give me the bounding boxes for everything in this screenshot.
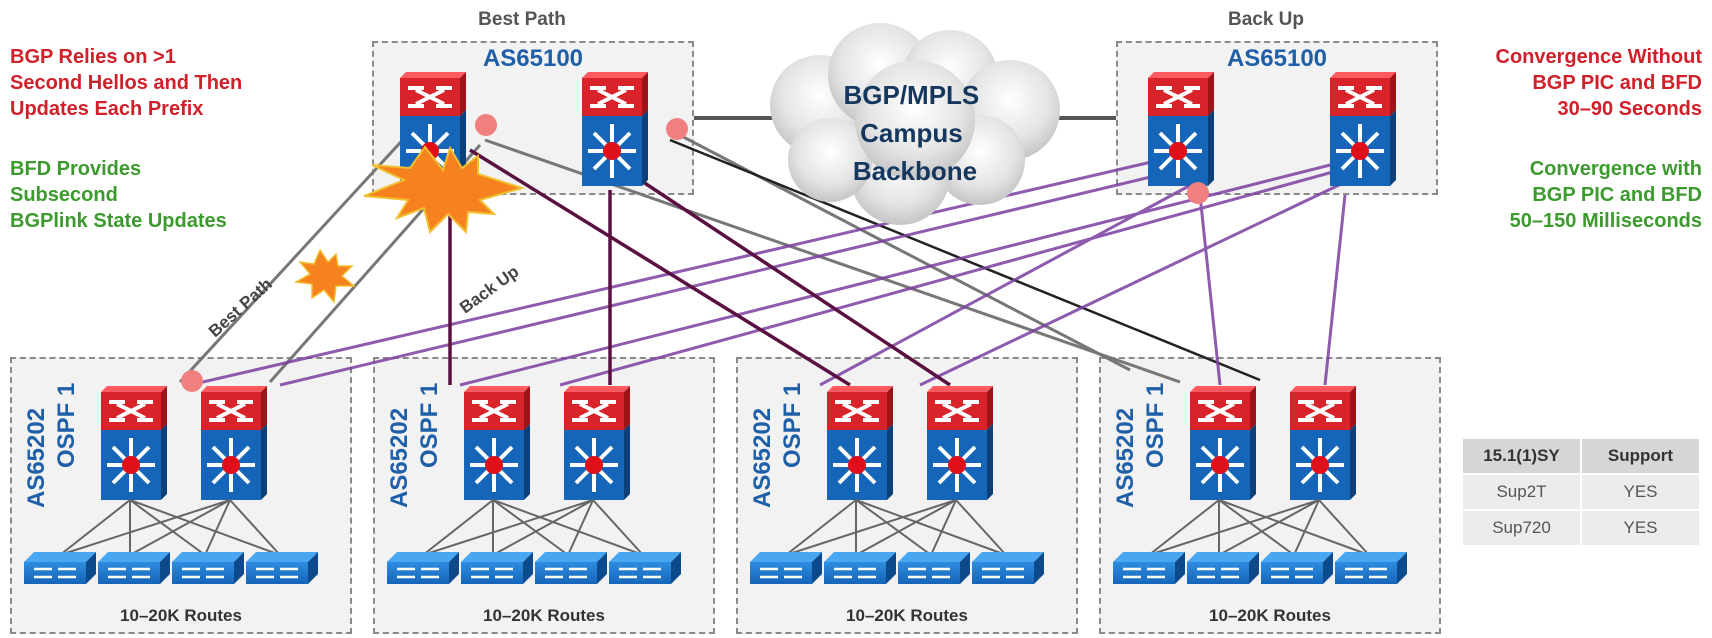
access-switches [22,550,1409,586]
router-site1-a [99,384,169,502]
site4-as-label: AS65202 [1112,407,1139,508]
router-site2-a [462,384,532,502]
convergence-without-note: Convergence Without BGP PIC and BFD 30–9… [1495,46,1703,120]
site3-as-label: AS65202 [749,407,776,508]
as-label-right: AS65100 [1226,45,1328,72]
router-site1-b [199,384,269,502]
best-path-title: Best Path [478,9,566,30]
router-site4-b [1288,384,1358,502]
site-box-4 [1099,357,1441,634]
site-box-3 [736,357,1078,634]
site1-as-label: AS65202 [23,407,50,508]
support-table-cell: YES [1580,473,1701,511]
site-box-2 [373,357,715,634]
site2-ospf-label: OSPF 1 [416,382,443,468]
support-table-cell: Sup2T [1461,473,1582,511]
best-path-label: Best Path [205,274,276,341]
support-table: 15.1(1)SY Support Sup2T YES Sup720 YES [1461,437,1701,547]
bgp-relies-note: BGP Relies on >1 Second Hellos and Then … [10,46,243,120]
support-table-cell: YES [1580,509,1701,547]
bfd-provides-note: BFD Provides Subsecond BGPlink State Upd… [10,158,227,232]
backup-title: Back Up [1227,9,1305,30]
support-table-header: Support [1580,437,1701,475]
router-site2-b [562,384,632,502]
router-backup-2 [1328,70,1398,188]
failure-burst-icon [363,145,526,235]
site3-routes: 10–20K Routes [846,606,968,625]
site-box-1 [10,357,352,634]
site2-routes: 10–20K Routes [483,606,605,625]
router-site3-b [925,384,995,502]
site2-as-label: AS65202 [386,407,413,508]
cloud-label: BGP/MPLS Campus Backbone [843,80,986,186]
site4-routes: 10–20K Routes [1209,606,1331,625]
site1-ospf-label: OSPF 1 [53,382,80,468]
support-table-cell: Sup720 [1461,509,1582,547]
router-best-2 [580,70,650,188]
site1-routes: 10–20K Routes [120,606,242,625]
site4-ospf-label: OSPF 1 [1142,382,1169,468]
router-backup-1 [1146,70,1216,188]
small-burst-icon [293,248,357,304]
support-table-header: 15.1(1)SY [1461,437,1582,475]
router-site4-a [1188,384,1258,502]
convergence-with-note: Convergence with BGP PIC and BFD 50–150 … [1509,158,1702,232]
as-label-left: AS65100 [482,45,584,72]
router-site3-a [825,384,895,502]
site3-ospf-label: OSPF 1 [779,382,806,468]
